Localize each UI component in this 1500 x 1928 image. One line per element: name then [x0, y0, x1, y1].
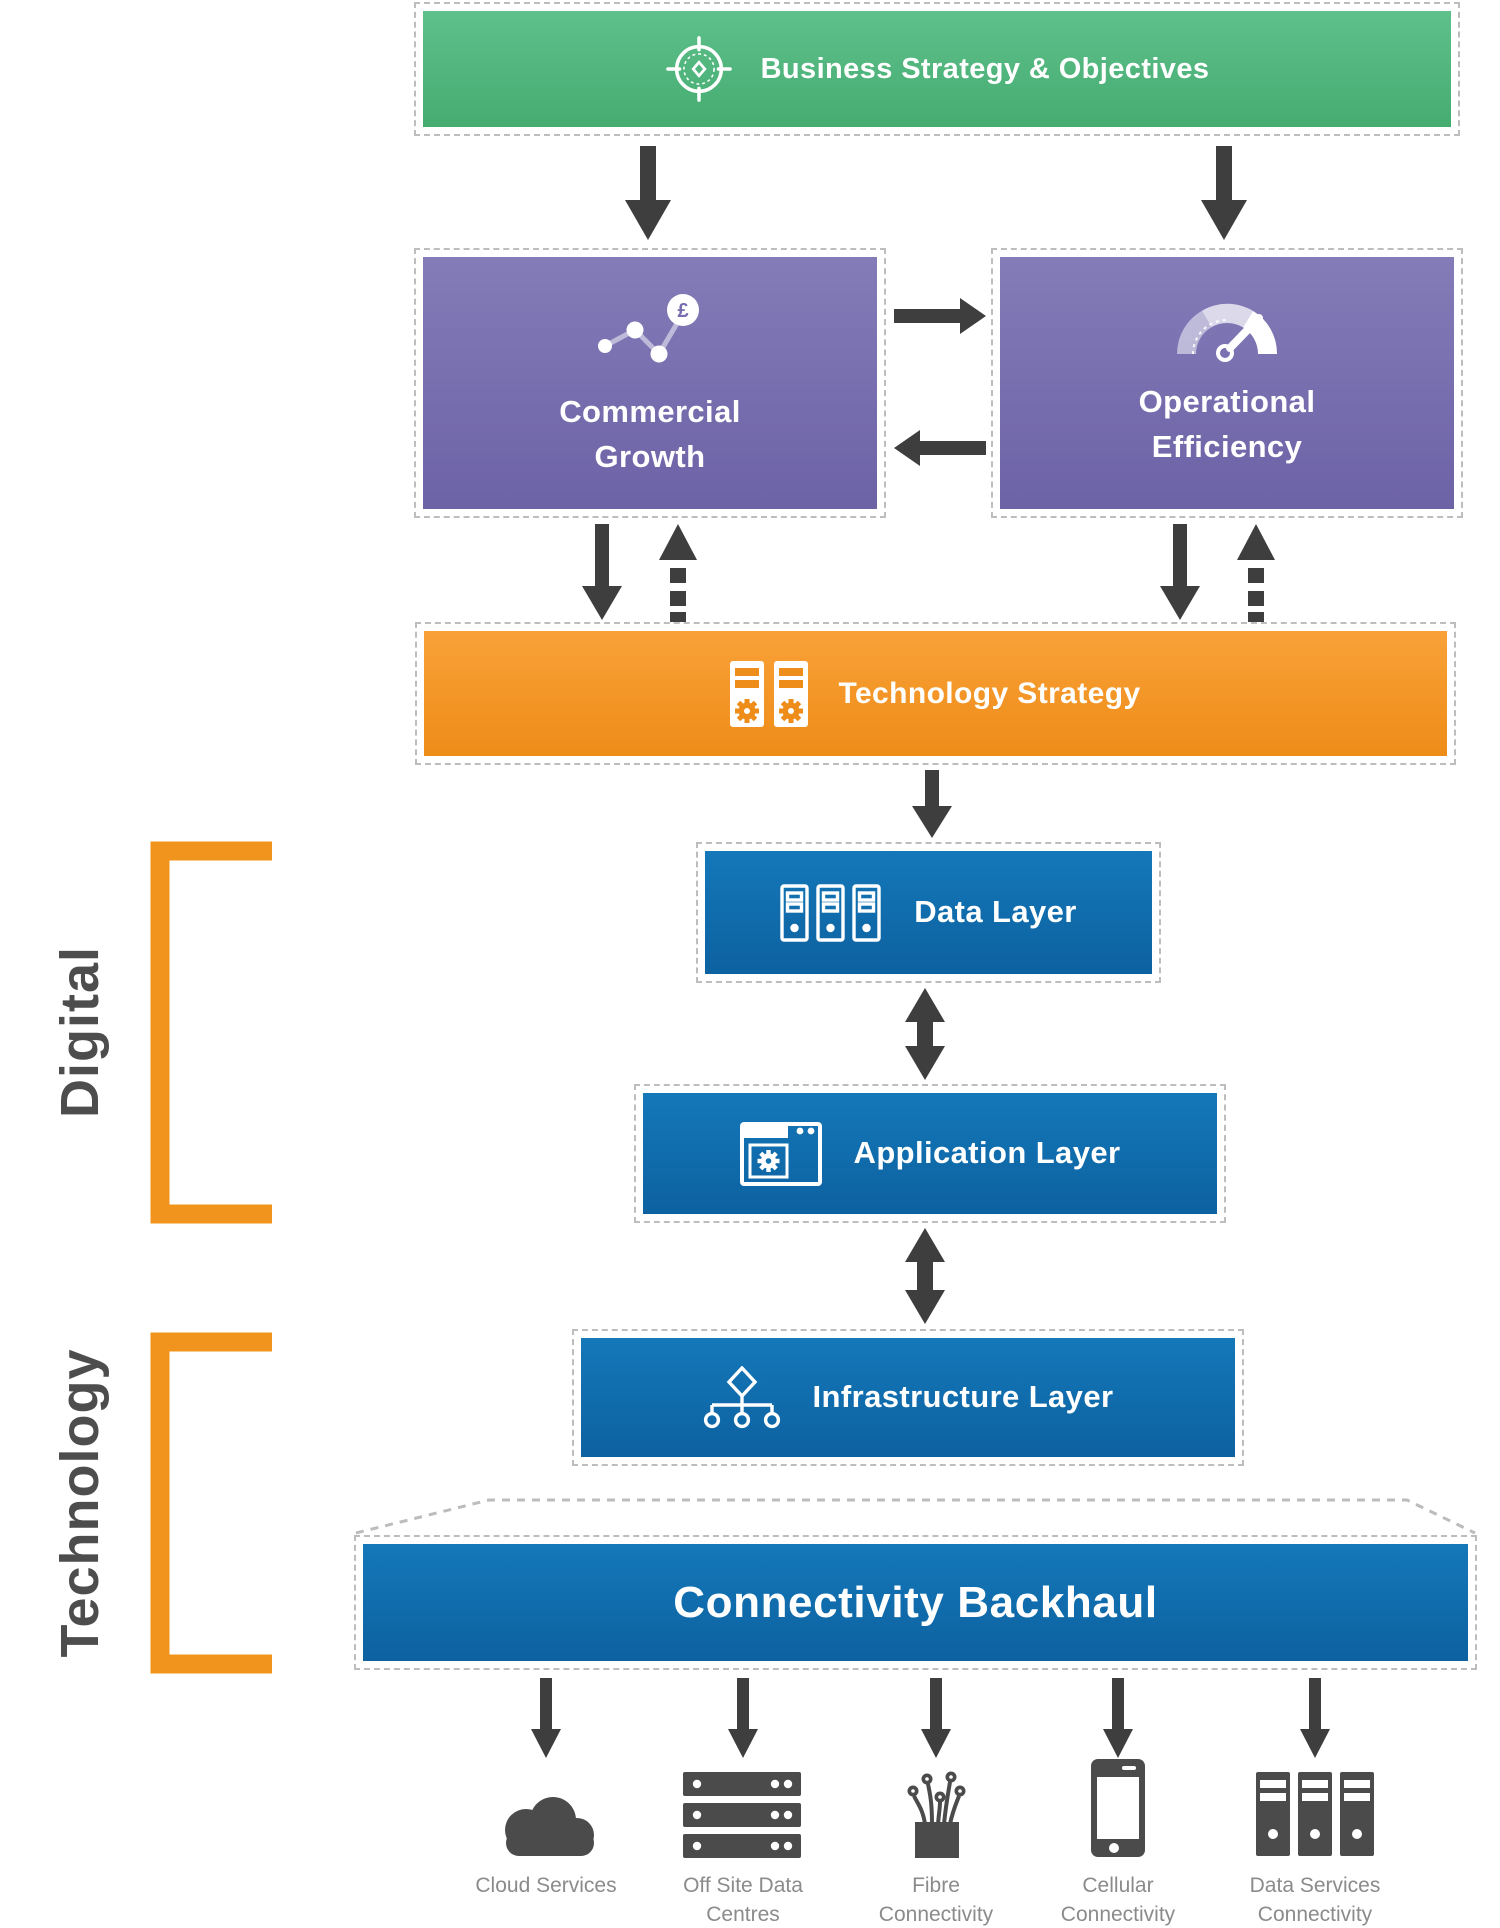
arrow-backhaul-to-dataservices — [1300, 1678, 1330, 1758]
pound-badge: £ — [667, 294, 699, 327]
arrow-backhaul-to-fibre — [921, 1678, 951, 1758]
arrow-backhaul-to-offsite — [728, 1678, 758, 1758]
server-gears-icon — [730, 660, 809, 727]
app-window-icon — [739, 1121, 822, 1186]
commercial-growth-box: £ Commercial Growth — [414, 248, 886, 518]
infrastructure-layer-box: Infrastructure Layer — [572, 1329, 1244, 1466]
operational-efficiency-line2: Efficiency — [1151, 429, 1303, 464]
digital-label: Digital — [50, 946, 110, 1119]
data-servers-icon — [1256, 1772, 1374, 1856]
endpoint-label: Off Site Data Centres — [683, 1874, 803, 1926]
technology-strategy-label: Technology Strategy — [838, 676, 1141, 710]
endpoint-label: Cloud Services — [475, 1874, 617, 1897]
arrow-backhaul-to-cloud — [531, 1678, 561, 1758]
server-rack-icon — [683, 1772, 801, 1858]
commercial-growth-line2: Growth — [594, 439, 706, 474]
endpoint-label: Fibre Connectivity — [878, 1874, 994, 1926]
operational-efficiency-box: Operational Efficiency — [991, 248, 1463, 518]
arrow-operational-to-techstrategy — [1160, 524, 1200, 620]
fibre-cable-icon — [907, 1771, 966, 1858]
data-layer-box: Data Layer — [696, 842, 1161, 983]
gauge-icon — [1177, 303, 1278, 363]
arrow-strategy-to-commercial — [625, 146, 671, 240]
data-layer-label: Data Layer — [914, 894, 1077, 930]
network-tree-icon — [703, 1365, 780, 1428]
operational-efficiency-line1: Operational — [1138, 384, 1316, 420]
endpoint-off-site-data-centres: Off Site Data Centres — [633, 1766, 853, 1928]
growth-chart-icon: £ — [598, 294, 699, 363]
application-layer-box: Application Layer — [634, 1084, 1226, 1223]
arrow-techstrategy-to-data — [912, 770, 952, 838]
arrow-strategy-to-operational — [1201, 146, 1247, 240]
arrow-application-infrastructure-bidirectional — [905, 1228, 945, 1324]
arrow-data-application-bidirectional — [905, 988, 945, 1080]
technology-label: Technology — [50, 1348, 110, 1658]
arrow-operational-to-commercial — [894, 430, 986, 466]
data-towers-icon — [780, 883, 881, 942]
arrow-commercial-to-techstrategy — [582, 524, 622, 620]
application-layer-label: Application Layer — [853, 1135, 1121, 1171]
arrow-commercial-to-operational — [894, 298, 986, 334]
cloud-icon — [505, 1797, 594, 1856]
smartphone-icon — [1091, 1759, 1145, 1857]
business-strategy-label: Business Strategy & Objectives — [760, 52, 1210, 85]
connectivity-backhaul-box: Connectivity Backhaul — [354, 1535, 1477, 1670]
target-icon — [665, 36, 732, 102]
endpoint-label: Data Services Connectivity — [1249, 1874, 1381, 1926]
endpoint-cellular-connectivity: Cellular Connectivity — [1008, 1759, 1228, 1928]
dashed-arrow-techstrategy-to-commercial — [659, 524, 697, 622]
commercial-growth-line1: Commercial — [559, 394, 741, 430]
dashed-arrow-techstrategy-to-operational — [1237, 524, 1275, 622]
endpoint-label: Cellular Connectivity — [1060, 1874, 1176, 1926]
technology-bracket — [150, 1332, 272, 1674]
endpoint-cloud-services: Cloud Services — [436, 1766, 656, 1901]
digital-bracket — [150, 841, 272, 1224]
endpoint-fibre-connectivity: Fibre Connectivity — [826, 1766, 1046, 1928]
technology-strategy-box: Technology Strategy — [415, 622, 1456, 765]
infrastructure-layer-label: Infrastructure Layer — [812, 1379, 1114, 1415]
backhaul-perspective-outline — [355, 1498, 1476, 1535]
svg-text:£: £ — [677, 300, 688, 322]
connectivity-backhaul-label: Connectivity Backhaul — [673, 1577, 1158, 1627]
endpoint-data-services-connectivity: Data Services Connectivity — [1205, 1766, 1425, 1928]
business-strategy-box: Business Strategy & Objectives — [414, 2, 1460, 136]
arrow-backhaul-to-cellular — [1103, 1678, 1133, 1758]
